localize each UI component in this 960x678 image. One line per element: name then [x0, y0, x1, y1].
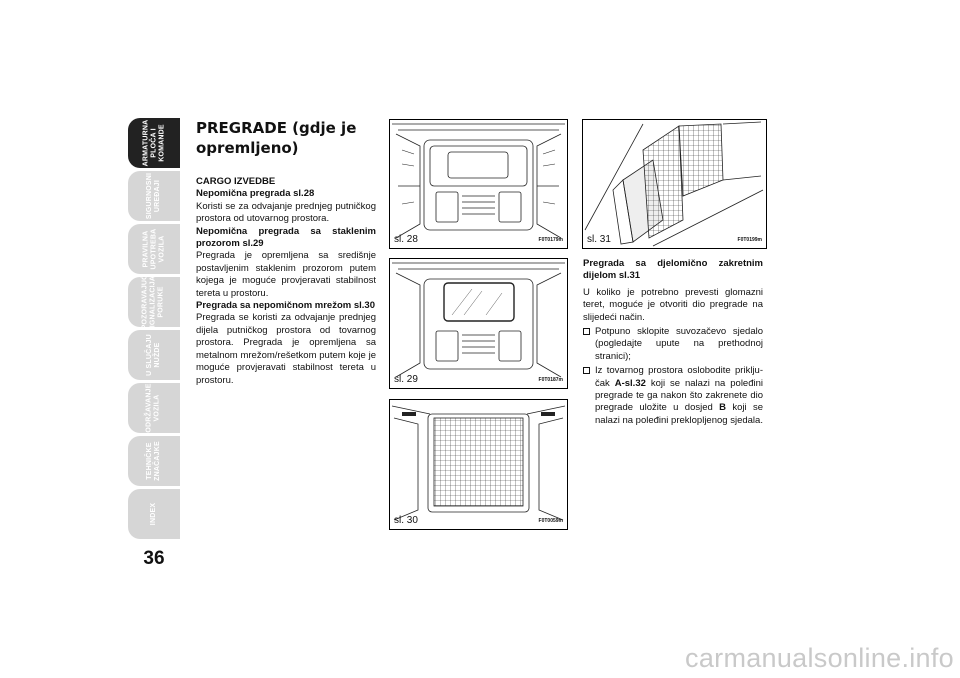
list-item: Potpuno sklopite suvozačevo sjedalo (pog…	[583, 326, 763, 363]
figure-label: sl. 28	[394, 234, 418, 245]
figure-code: F0T0179m	[538, 237, 563, 243]
tab-index[interactable]: INDEX	[128, 489, 180, 539]
tab-label: TEHNIČKE ZNAČAJKE	[146, 441, 161, 481]
right-text-column: Pregrada sa djelomično zakretnim dijelom…	[583, 258, 763, 427]
paragraph: U koliko je potrebno prevesti glomazni t…	[583, 286, 763, 323]
tab-odrzavanje-vozila[interactable]: ODRŽAVANJE VOZILA	[128, 383, 180, 433]
checkbox-bullet-icon	[583, 367, 590, 375]
tab-label: UPOZORAVAJUĆA SIGNALIZACIJA I PORUKE	[142, 277, 165, 327]
list-item-text: koji se nalazi na poleđini pregrade te g…	[595, 377, 763, 414]
figure-code: F0T0059m	[538, 518, 563, 524]
partition-mesh-illustration	[391, 405, 566, 521]
tab-label: U SLUČAJU NUŽDE	[145, 334, 161, 376]
part-reference: B	[719, 402, 727, 414]
tab-label: PRAVILNA UPOTREBA VOZILA	[141, 228, 165, 270]
paragraph: Pregrada je opremljena sa središnje post…	[196, 250, 376, 299]
partition-window-illustration	[392, 262, 565, 378]
paragraph: Koristi se za odvajanje prednjeg putničk…	[196, 200, 376, 225]
figure-fixed-partition: sl. 28 F0T0179m	[389, 119, 568, 249]
list-item-text: Iz tovarnog prostora oslobodite priklju-…	[595, 365, 763, 389]
figure-label: sl. 31	[587, 234, 611, 245]
tab-upozoravajuca-signalizacija[interactable]: UPOZORAVAJUĆA SIGNALIZACIJA I PORUKE	[128, 277, 180, 327]
pivoting-partition-illustration	[584, 121, 764, 247]
page-title: PREGRADE (gdje je opremljeno)	[196, 119, 357, 157]
section-heading: CARGO IZVEDBE	[196, 176, 276, 187]
list-item-text: koji se nalazi na poleđini preklopljenog…	[595, 402, 763, 426]
tab-sigurnosni-uredaji[interactable]: SIGURNOSNI UREĐAJI	[128, 171, 180, 221]
subheading: Pregrada sa nepomičnom mrežom sl.30	[196, 300, 375, 312]
figure-label: sl. 29	[394, 374, 418, 385]
checkbox-bullet-icon	[583, 328, 590, 336]
tab-u-slucaju-nuzde[interactable]: U SLUČAJU NUŽDE	[128, 330, 180, 380]
tab-pravilna-upotreba[interactable]: PRAVILNA UPOTREBA VOZILA	[128, 224, 180, 274]
tab-label: INDEX	[150, 502, 157, 526]
paragraph: Pregrada se koristi za odvajanje prednje…	[196, 312, 376, 386]
tab-label: ODRŽAVANJE VOZILA	[145, 383, 161, 433]
page-number: 36	[143, 548, 165, 569]
figure-partition-with-window: sl. 29 F0T0187m	[389, 258, 568, 389]
figure-code: F0T0199m	[737, 237, 762, 243]
list-item-text: Potpuno sklopite suvozačevo sjedalo (pog…	[595, 326, 763, 362]
left-text-column: PREGRADE (gdje je opremljeno) CARGO IZVE…	[196, 118, 376, 387]
tab-label: ARMATURNA PLOČA I KOMANDE	[142, 119, 165, 167]
tab-label: SIGURNOSNI UREĐAJI	[146, 172, 161, 220]
tab-armaturna-ploca[interactable]: ARMATURNA PLOČA I KOMANDE	[128, 118, 180, 168]
chapter-tabs: ARMATURNA PLOČA I KOMANDE SIGURNOSNI URE…	[128, 118, 180, 540]
tab-tehnicke-znacajke[interactable]: TEHNIČKE ZNAČAJKE	[128, 436, 180, 486]
figure-pivoting-partition: sl. 31 F0T0199m	[582, 119, 767, 249]
figure-label: sl. 30	[394, 515, 418, 526]
subheading: Pregrada sa djelomično zakretnim dijelom…	[583, 258, 763, 282]
watermark: carmanualsonline.info	[685, 643, 954, 673]
figure-partition-with-mesh: sl. 30 F0T0059m	[389, 399, 568, 530]
figure-reference: A-sl.32	[614, 377, 646, 389]
list-item: Iz tovarnog prostora oslobodite priklju-…	[583, 365, 763, 427]
subheading: Nepomična pregrada sl.28	[196, 188, 315, 200]
partition-illustration	[392, 123, 565, 239]
figure-code: F0T0187m	[538, 377, 563, 383]
subheading: Nepomična pregrada sa staklenim prozorom…	[196, 225, 376, 250]
